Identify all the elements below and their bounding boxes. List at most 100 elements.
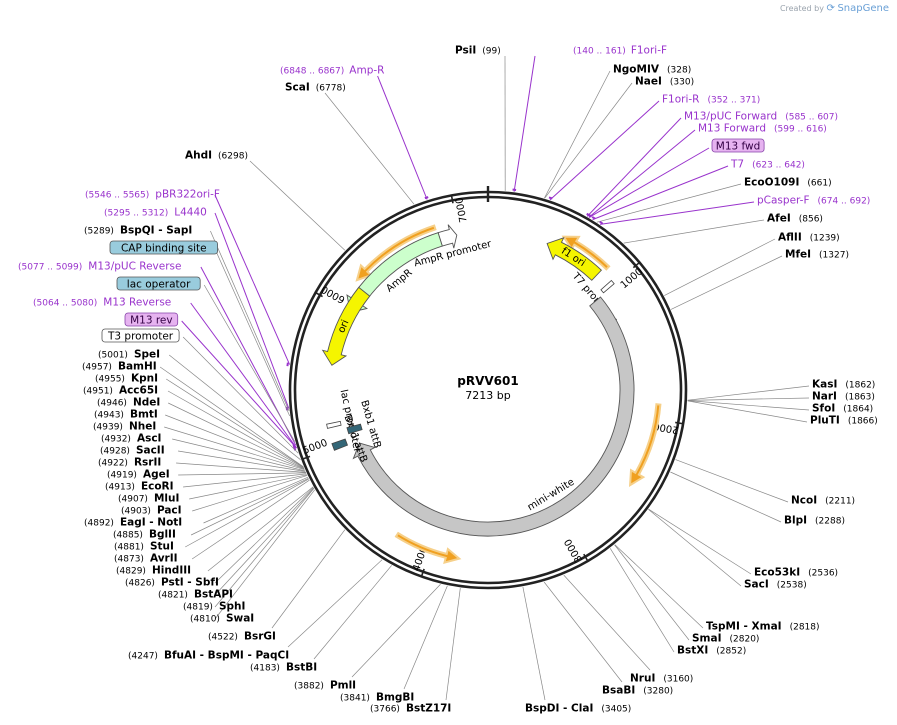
site-label-primer[interactable]: (5546 .. 5565)pBR322ori-F [85,189,220,201]
site-label-primer[interactable]: (5295 .. 5312)L4440 [104,207,207,219]
site-label-enzyme[interactable]: NarI(1863) [812,391,875,403]
site-label-enzyme[interactable]: (4873)AvrII [114,553,178,565]
feature-bxb1-attb[interactable] [331,438,349,451]
leader-line [178,450,306,472]
label-position: (2288) [815,517,845,527]
site-label-enzyme[interactable]: (4522)BsrGI [208,631,276,643]
site-label-boxfeature[interactable]: CAP binding site [109,240,218,255]
site-label-primer[interactable]: M13/pUC Forward(585 .. 607) [684,111,838,123]
site-label-enzyme[interactable]: EcoO109I(661) [744,177,832,189]
label-text: (4183)BstBI [250,662,317,674]
site-label-enzyme[interactable]: (4810)SwaI [190,613,254,625]
site-label-enzyme[interactable]: BstXI(2852) [677,645,746,657]
site-label-enzyme[interactable]: SmaI(2820) [692,633,759,645]
site-label-enzyme[interactable]: AflII(1239) [778,232,840,244]
site-label-boxwhite[interactable]: T3 promoter [101,328,180,343]
site-label-enzyme[interactable]: NgoMIV(328) [613,64,691,76]
label-text: (4939)NheI [93,421,156,433]
feature-ori[interactable] [321,286,371,366]
site-label-enzyme[interactable]: SfoI(1864) [812,403,873,415]
feature-bxb1-attb[interactable] [346,423,363,435]
site-label-boxfeature[interactable]: lac operator [116,276,201,291]
label-text: TspMI - XmaI(2818) [706,621,820,633]
site-label-enzyme[interactable]: (4885)BglII [113,529,176,541]
leader-line [445,588,461,701]
primer-mark [588,213,593,218]
feature-f1-ori[interactable] [546,237,603,281]
label-position: (352 .. 371) [707,96,760,106]
feature-ampr-promoter[interactable] [437,224,458,249]
label-name: pCasper-F [757,195,810,207]
site-label-enzyme[interactable]: (5001)SpeI [98,349,160,361]
site-label-enzyme[interactable]: NruI(3160) [630,673,693,685]
site-label-boxprimer[interactable]: M13 rev [124,312,179,327]
site-label-enzyme[interactable]: (4183)BstBI [250,662,317,674]
site-label-enzyme[interactable]: AfeI(856) [767,213,823,225]
site-label-enzyme[interactable]: (4955)KpnI [95,373,158,385]
site-label-enzyme[interactable]: (4913)EcoRI [105,481,174,493]
feature-mini-white[interactable] [352,296,635,537]
site-label-enzyme[interactable]: NaeI(330) [635,76,694,88]
site-label-primer[interactable]: (6848 .. 6867)Amp-R [280,65,384,77]
feature-lac-promoter[interactable] [326,420,342,429]
site-label-enzyme[interactable]: MfeI(1327) [785,249,849,261]
site-label-enzyme[interactable]: (4903)PacI [121,505,182,517]
site-label-enzyme[interactable]: (4946)NdeI [97,397,160,409]
site-label-primer[interactable]: (5064 .. 5080)M13 Reverse [33,297,171,309]
site-label-primer[interactable]: pCasper-F(674 .. 692) [757,195,870,207]
site-label-enzyme[interactable]: (4951)Acc65I [83,385,158,397]
site-label-enzyme[interactable]: PsiI(99) [455,45,501,57]
site-label-enzyme[interactable]: (4821)BstAPI [158,589,233,601]
site-label-enzyme[interactable]: SacI(2538) [744,579,807,591]
label-text: PsiI(99) [455,45,501,57]
leader-line [544,82,633,199]
site-label-enzyme[interactable]: (4943)BmtI [94,409,158,421]
site-label-enzyme[interactable]: AhdI(6298) [185,150,248,162]
site-label-enzyme[interactable]: (4829)HindIII [116,565,191,577]
site-label-enzyme[interactable]: (4928)SacII [100,445,165,457]
site-label-enzyme[interactable]: (4939)NheI [93,421,156,433]
label-name: M13 fwd [716,141,761,153]
site-label-enzyme[interactable]: (3841)BmgBI [340,692,414,704]
site-label-enzyme[interactable]: (4957)BamHI [82,361,157,373]
site-label-enzyme[interactable]: (3766)BstZ17I [370,703,451,715]
label-name: EagI - NotI [120,517,182,529]
site-label-enzyme[interactable]: (4247)BfuAI - BspMI - PaqCI [128,650,289,662]
site-label-enzyme[interactable]: (4819)SphI [183,601,245,613]
site-label-enzyme[interactable]: BspDI - ClaI(3405) [525,703,631,715]
site-label-enzyme[interactable]: PluTI(1866) [810,415,878,427]
bp-tick-label: 3000 [563,537,585,565]
site-label-enzyme[interactable]: (4932)AscI [101,433,161,445]
site-label-enzyme[interactable]: Eco53kI(2536) [754,567,838,579]
label-name: Acc65I [119,385,158,397]
site-label-primer[interactable]: M13 Forward(599 .. 616) [698,123,827,135]
site-label-enzyme[interactable]: TspMI - XmaI(2818) [706,621,820,633]
leader-line [687,397,810,401]
leader-line [313,565,392,660]
label-text: PluTI(1866) [810,415,878,427]
site-label-enzyme[interactable]: KasI(1862) [812,379,875,391]
site-label-primer[interactable]: (140 .. 161)F1ori-F [573,45,667,57]
site-label-primer[interactable]: F1ori-R(352 .. 371) [662,94,760,106]
leader-line [183,473,307,488]
site-label-boxprimer[interactable]: M13 fwd [711,138,765,153]
label-name: BspQI - SapI [120,225,192,237]
site-label-primer[interactable]: (5077 .. 5099)M13/pUC Reverse [18,261,181,273]
bp-tick [675,421,684,425]
site-label-primer[interactable]: T7(623 .. 642) [730,159,805,171]
site-label-enzyme[interactable]: (4919)AgeI [107,469,170,481]
site-label-enzyme[interactable]: NcoI(2211) [791,495,855,507]
site-label-enzyme[interactable]: BlpI(2288) [784,515,845,527]
feature-t7-promoter[interactable] [600,279,615,294]
site-label-enzyme[interactable]: (3882)PmlI [294,680,356,692]
site-label-enzyme[interactable]: (5289)BspQI - SapI [84,225,192,237]
site-label-enzyme[interactable]: (4892)EagI - NotI [84,517,182,529]
label-text: (5295 .. 5312)L4440 [104,207,207,219]
site-label-enzyme[interactable]: (4922)RsrII [98,457,161,469]
site-label-enzyme[interactable]: ScaI(6778) [285,82,346,94]
site-label-enzyme[interactable]: BsaBI(3280) [602,685,673,697]
site-label-enzyme[interactable]: (4907)MluI [118,493,179,505]
label-text: (4903)PacI [121,505,182,517]
site-label-enzyme[interactable]: (4826)PstI - SbfI [125,577,219,589]
site-label-enzyme[interactable]: (4881)StuI [114,541,174,553]
